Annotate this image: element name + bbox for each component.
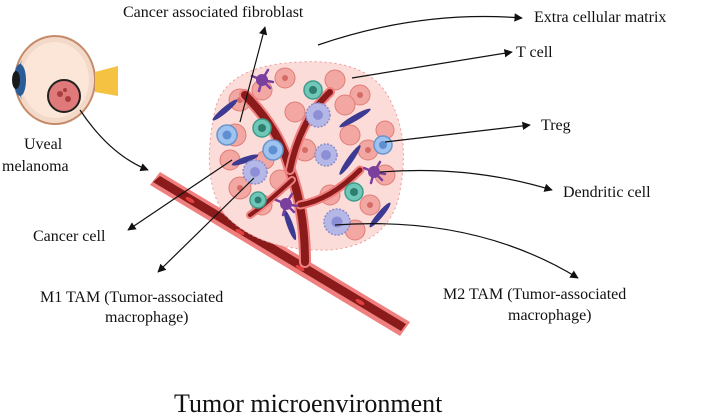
arrow-dendritic (379, 169, 553, 192)
label-treg: Treg (541, 117, 571, 134)
pointer-arrows (79, 13, 579, 279)
eye-icon (12, 35, 118, 125)
arrow-ecm (317, 13, 523, 46)
tumor-vessel-branches (239, 87, 365, 268)
label-m1-tam-line1: M1 TAM (Tumor-associated (40, 289, 223, 306)
label-m1-tam-line2: macrophage) (105, 309, 189, 326)
label-extra-cellular-matrix: Extra cellular matrix (534, 9, 666, 26)
label-m2-tam-line2: macrophage) (508, 307, 592, 324)
tumor-mass (208, 61, 404, 268)
labels: Cancer associated fibroblast Extra cellu… (2, 4, 666, 417)
arrow-m1 (157, 177, 255, 273)
arrow-uveal (79, 109, 149, 172)
label-t-cell: T cell (516, 44, 553, 61)
label-melanoma: melanoma (2, 158, 69, 175)
label-dendritic-cell: Dendritic cell (563, 184, 651, 201)
label-uveal: Uveal (24, 136, 63, 153)
diagram-title: Tumor microenvironment (174, 389, 443, 417)
arrow-caf (239, 26, 268, 123)
fibroblast-cells (212, 99, 391, 241)
arrow-cancer-cell (127, 159, 233, 231)
arrow-m2 (334, 223, 579, 279)
arrow-tcell (351, 49, 513, 79)
label-cancer-associated-fibroblast: Cancer associated fibroblast (123, 4, 304, 21)
label-cancer-cell: Cancer cell (33, 228, 106, 245)
arrow-treg (384, 121, 531, 143)
label-m2-tam-line1: M2 TAM (Tumor-associated (443, 286, 626, 303)
